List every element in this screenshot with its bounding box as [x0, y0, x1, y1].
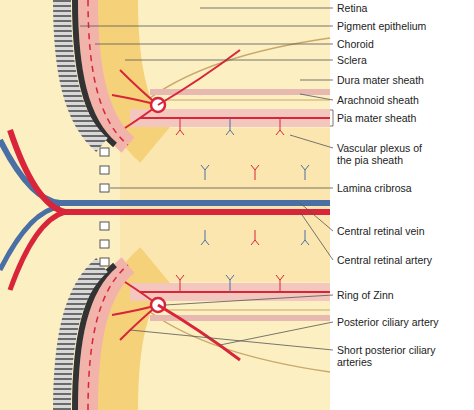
part-label: Ring of Zinn — [337, 289, 394, 301]
part-label: Pigment epithelium — [337, 20, 426, 32]
part-label: Posterior ciliary artery — [337, 316, 439, 328]
part-label: Vascular plexus of the pia sheath — [337, 142, 437, 166]
part-label: Arachnoid sheath — [337, 94, 419, 106]
part-label: Lamina cribrosa — [337, 182, 412, 194]
part-label: Sclera — [337, 54, 367, 66]
part-label: Choroid — [337, 38, 374, 50]
part-label: Retina — [337, 2, 367, 14]
part-label: Short posterior ciliary arteries — [337, 344, 437, 368]
part-label: Pia mater sheath — [337, 112, 416, 124]
part-label: Central retinal vein — [337, 225, 425, 237]
part-label: Central retinal artery — [337, 254, 432, 266]
part-label: Dura mater sheath — [337, 74, 424, 86]
